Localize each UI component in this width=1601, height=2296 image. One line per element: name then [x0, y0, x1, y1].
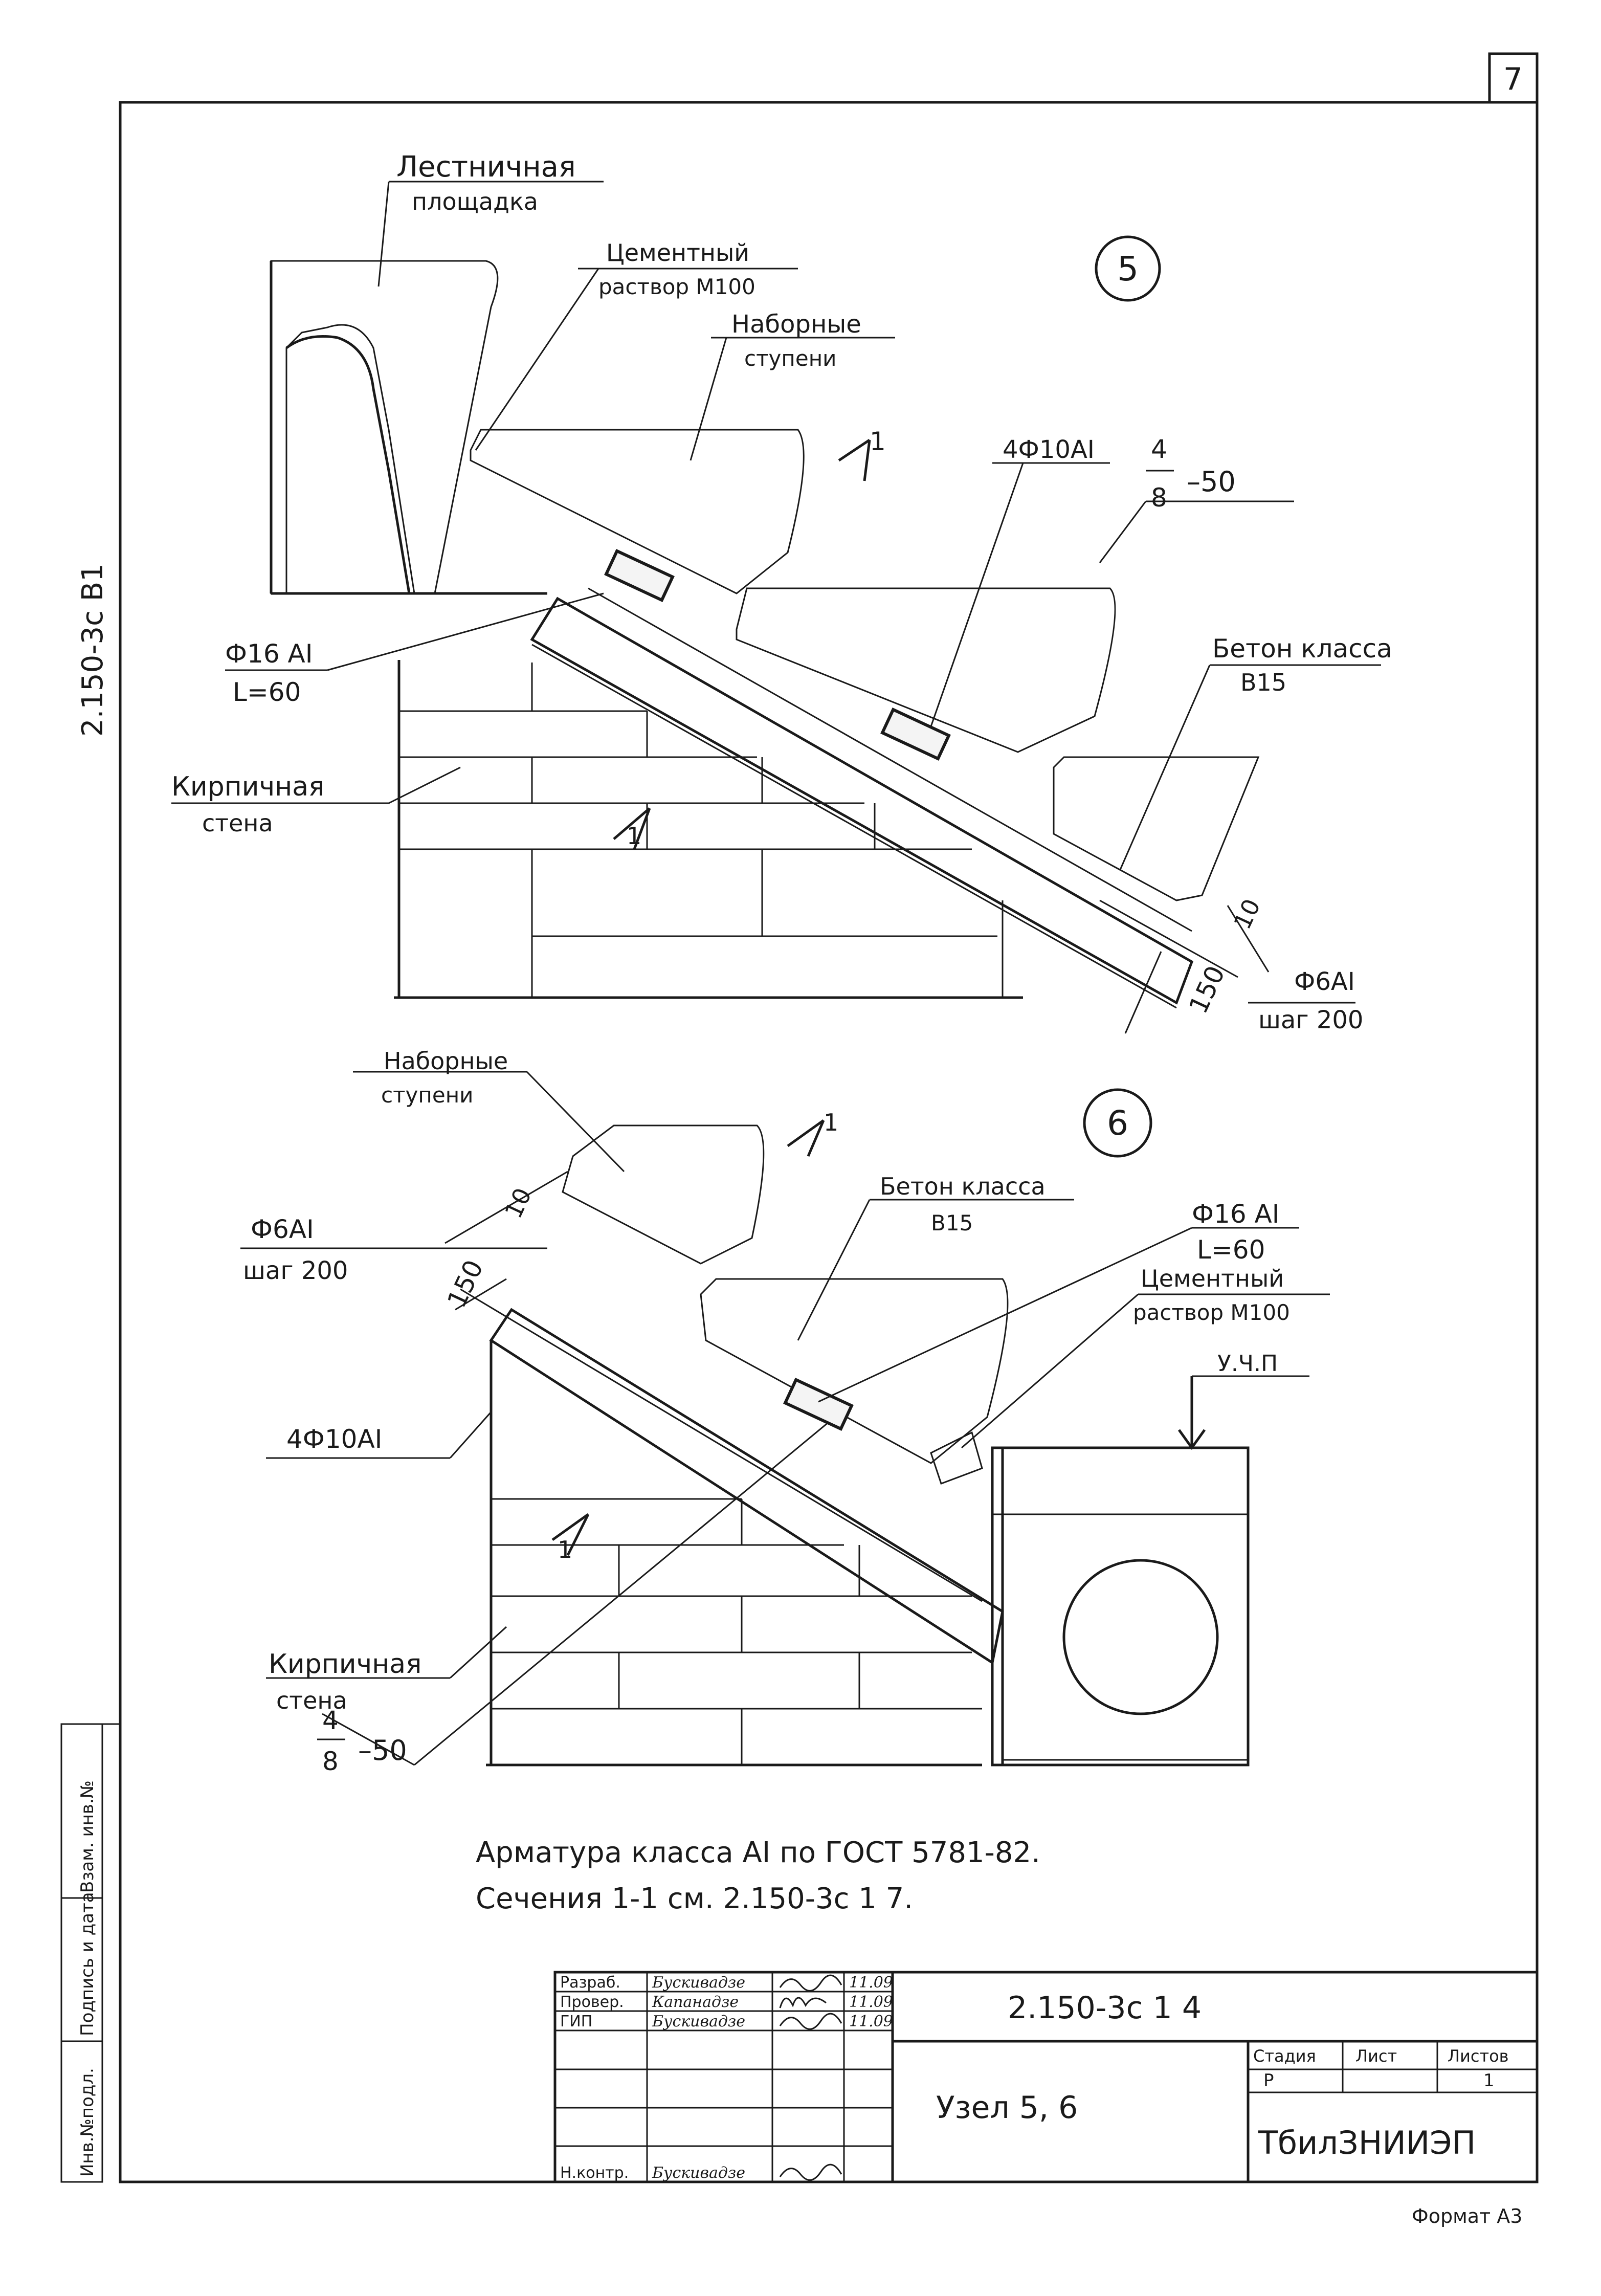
label-anchor-6: Ф16 АI [1192, 1199, 1280, 1229]
label-dist-5: Ф6АI [1294, 967, 1355, 996]
label-mortar-5b: раствор М100 [598, 274, 755, 299]
label-rebar-5: 4Ф10АI [1003, 435, 1095, 464]
node-6-drawing: 6 [240, 1047, 1330, 1776]
label-wall-6b: стена [276, 1687, 347, 1714]
tb-role-2: ГИП [560, 2013, 592, 2030]
label-steps-5: Наборные [731, 310, 861, 339]
sheet-format: Формат А3 [1412, 2205, 1522, 2227]
label-concrete-5: Бетон класса [1212, 634, 1392, 664]
label-mortar-5: Цементный [606, 239, 749, 267]
sheet-frame [119, 101, 1539, 2183]
left-stamp: Инв.№подл. Подпись и дата Взам. инв.№ [60, 1723, 120, 2183]
tb-date-2: 11.09 [849, 2013, 893, 2030]
tb-signature-2 [779, 2013, 842, 2030]
label-stirrup-num-6: 4 [322, 1706, 339, 1735]
tb-signature-0 [779, 1974, 842, 1992]
step-upper-6 [562, 1124, 765, 1265]
step-lower-6 [700, 1278, 1009, 1464]
tb-doc-code: 2.150-3с 1 4 [1008, 1990, 1202, 2026]
tb-date-1: 11.09 [849, 1993, 893, 2011]
tb-stage: Р [1263, 2070, 1274, 2091]
slab-void-6 [1062, 1559, 1219, 1715]
label-concrete-6b: В15 [931, 1210, 973, 1235]
label-anchor-5: Ф16 АI [225, 639, 313, 669]
brick-wall-6 [486, 1340, 982, 1767]
node-5-drawing: 5 [171, 150, 1392, 1034]
landing-slab [270, 260, 499, 594]
mortar-bed-6 [930, 1431, 983, 1485]
stamp-inv-label: Инв.№подл. [77, 2068, 98, 2177]
node-5-number: 5 [1117, 249, 1139, 289]
title-block: Разраб. Бускивадзе 11.09 Провер. Капанад… [553, 1971, 1539, 2183]
side-code: 2.150-3с В1 [76, 563, 109, 737]
label-mortar-6: Цементный [1141, 1265, 1284, 1292]
brick-wall-5 [394, 660, 1023, 999]
label-mortar-6b: раствор М100 [1133, 1300, 1290, 1325]
tb-role-1: Провер. [560, 1993, 624, 2011]
note-line-1: Арматура класса АI по ГОСТ 5781-82. [476, 1836, 1040, 1869]
label-dist-5b: шаг 200 [1258, 1006, 1363, 1034]
label-steps-6: Наборные [384, 1047, 508, 1075]
section-mark-5a: 1 [870, 427, 886, 456]
label-steps-6b: ступени [381, 1083, 473, 1108]
label-concrete-5b: В15 [1240, 669, 1286, 696]
tb-role-0: Разраб. [560, 1974, 620, 1992]
dim-150-6: 150 [441, 1255, 489, 1312]
label-concrete-6: Бетон класса [880, 1173, 1046, 1200]
label-anchor-6b: L=60 [1197, 1235, 1265, 1265]
step-lower-5 [1053, 756, 1260, 901]
sheet-number-box [1488, 52, 1539, 104]
tb-role-6: Н.контр. [560, 2164, 629, 2182]
tb-sheets: 1 [1483, 2070, 1495, 2091]
label-landing-5b: площадка [412, 188, 538, 215]
label-wall-6: Кирпичная [269, 1649, 421, 1680]
tb-name-6: Бускивадзе [652, 2164, 745, 2182]
label-stirrup-den-6: 8 [322, 1747, 339, 1776]
label-stirrup-suffix-5: –50 [1187, 466, 1236, 498]
tb-sheet-header: Лист [1355, 2046, 1397, 2066]
dim-10-6: 10 [499, 1184, 537, 1223]
step-upper-5 [470, 429, 805, 594]
anchor-5a [604, 548, 675, 603]
label-wall-5: Кирпичная [171, 771, 324, 802]
tb-sheets-header: Листов [1448, 2046, 1509, 2066]
tb-org: ТбилЗНИИЭП [1258, 2124, 1476, 2161]
label-landing-5: Лестничная [396, 150, 576, 184]
label-dist-6b: шаг 200 [243, 1256, 348, 1285]
stringer-5 [530, 597, 1194, 1005]
tb-title: Узел 5, 6 [936, 2090, 1078, 2126]
stamp-replace-label: Взам. инв.№ [77, 1780, 98, 1893]
node-6-number: 6 [1107, 1103, 1128, 1143]
sheet-number: 7 [1503, 61, 1523, 97]
label-stirrup-den-5: 8 [1151, 483, 1167, 513]
section-mark-6a: 1 [824, 1109, 838, 1136]
dim-10-5: 10 [1228, 895, 1266, 934]
label-level-6: У.Ч.П [1217, 1351, 1278, 1377]
label-steps-5b: ступени [744, 346, 836, 371]
step-middle-5 [736, 587, 1116, 753]
note-line-2: Сечения 1-1 см. 2.150-3с 1 7. [476, 1882, 913, 1915]
section-mark-5b: 1 [627, 822, 641, 850]
label-wall-5b: стена [202, 809, 273, 837]
label-stirrup-num-5: 4 [1151, 434, 1167, 464]
label-dist-6: Ф6АI [251, 1215, 314, 1244]
tb-date-0: 11.09 [849, 1974, 893, 1992]
tb-stage-header: Стадия [1253, 2046, 1316, 2066]
label-rebar-6: 4Ф10АI [286, 1424, 382, 1454]
label-anchor-5b: L=60 [233, 677, 301, 707]
node-6-marker [1083, 1088, 1152, 1158]
tb-signature-6 [779, 2163, 842, 2181]
anchor-6 [783, 1377, 854, 1431]
tb-name-2: Бускивадзе [652, 2013, 745, 2030]
label-stirrup-suffix-6: –50 [358, 1734, 407, 1767]
anchor-5b [880, 707, 951, 761]
tb-name-0: Бускивадзе [652, 1974, 745, 1992]
stamp-sign-label: Подпись и дата [77, 1892, 98, 2036]
tb-signature-1 [779, 1997, 827, 2008]
section-mark-6b: 1 [558, 1536, 572, 1563]
node-5-marker [1095, 235, 1161, 302]
tb-name-1: Капанадзе [652, 1993, 739, 2011]
